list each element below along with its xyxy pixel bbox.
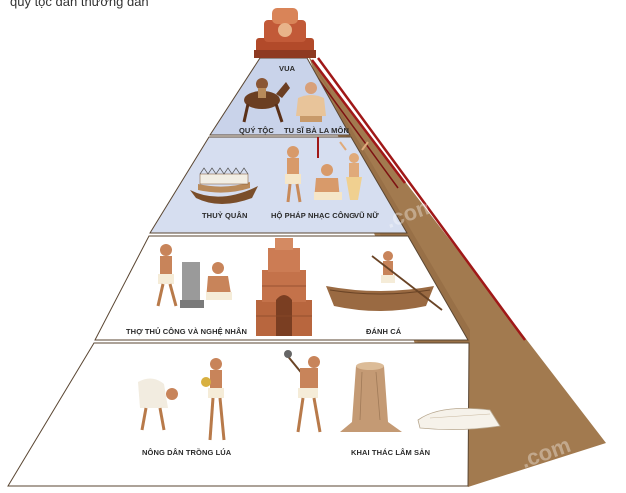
- pyramid-side-face: [307, 54, 606, 487]
- farmers-planting-icon: [138, 358, 226, 441]
- woodcutter-icon: [284, 350, 322, 433]
- side-stripe-2: [316, 57, 527, 341]
- tier-2-bg: [149, 136, 408, 234]
- label-ho-phap: HỘ PHÁP: [271, 211, 306, 220]
- dancer-figure-icon: [339, 141, 369, 200]
- horse-rider-icon: [242, 78, 290, 123]
- side-stripe-1: [311, 59, 406, 184]
- log-icon: [417, 408, 501, 430]
- brick-temple-icon: [256, 238, 312, 336]
- guardian-figure-icon: [285, 146, 302, 203]
- tree-stump-icon: [340, 362, 402, 432]
- label-thuy-quan: THUỶ QUÂN: [202, 211, 248, 220]
- label-vua: VUA: [279, 64, 296, 73]
- label-tu-si: TU SĨ BÀ LA MÔN: [284, 126, 349, 135]
- label-khai-thac: KHAI THÁC LÂM SẢN: [351, 448, 431, 457]
- top-caption: quy tộc dân thường dân: [10, 0, 149, 9]
- musician-figure-icon: [314, 164, 342, 200]
- label-tho-thu-cong: THỢ THỦ CÔNG VÀ NGHỆ NHÂN: [126, 327, 247, 336]
- label-danh-ca: ĐÁNH CÁ: [366, 327, 402, 336]
- tier-4-bg: [7, 342, 470, 487]
- craftsmen-carving-icon: [156, 244, 232, 308]
- warship-icon: [190, 167, 258, 204]
- king-statue-icon: [254, 8, 316, 58]
- fisherman-boat-icon: [326, 251, 443, 311]
- label-nhac-cong: NHẠC CÔNG: [308, 211, 356, 220]
- label-vu-nu: VŨ NỮ: [354, 211, 379, 220]
- priest-icon: [296, 82, 326, 122]
- label-nong-dan: NÔNG DÂN TRỒNG LÚA: [142, 448, 232, 457]
- label-quy-toc: QUÝ TỘC: [239, 126, 274, 135]
